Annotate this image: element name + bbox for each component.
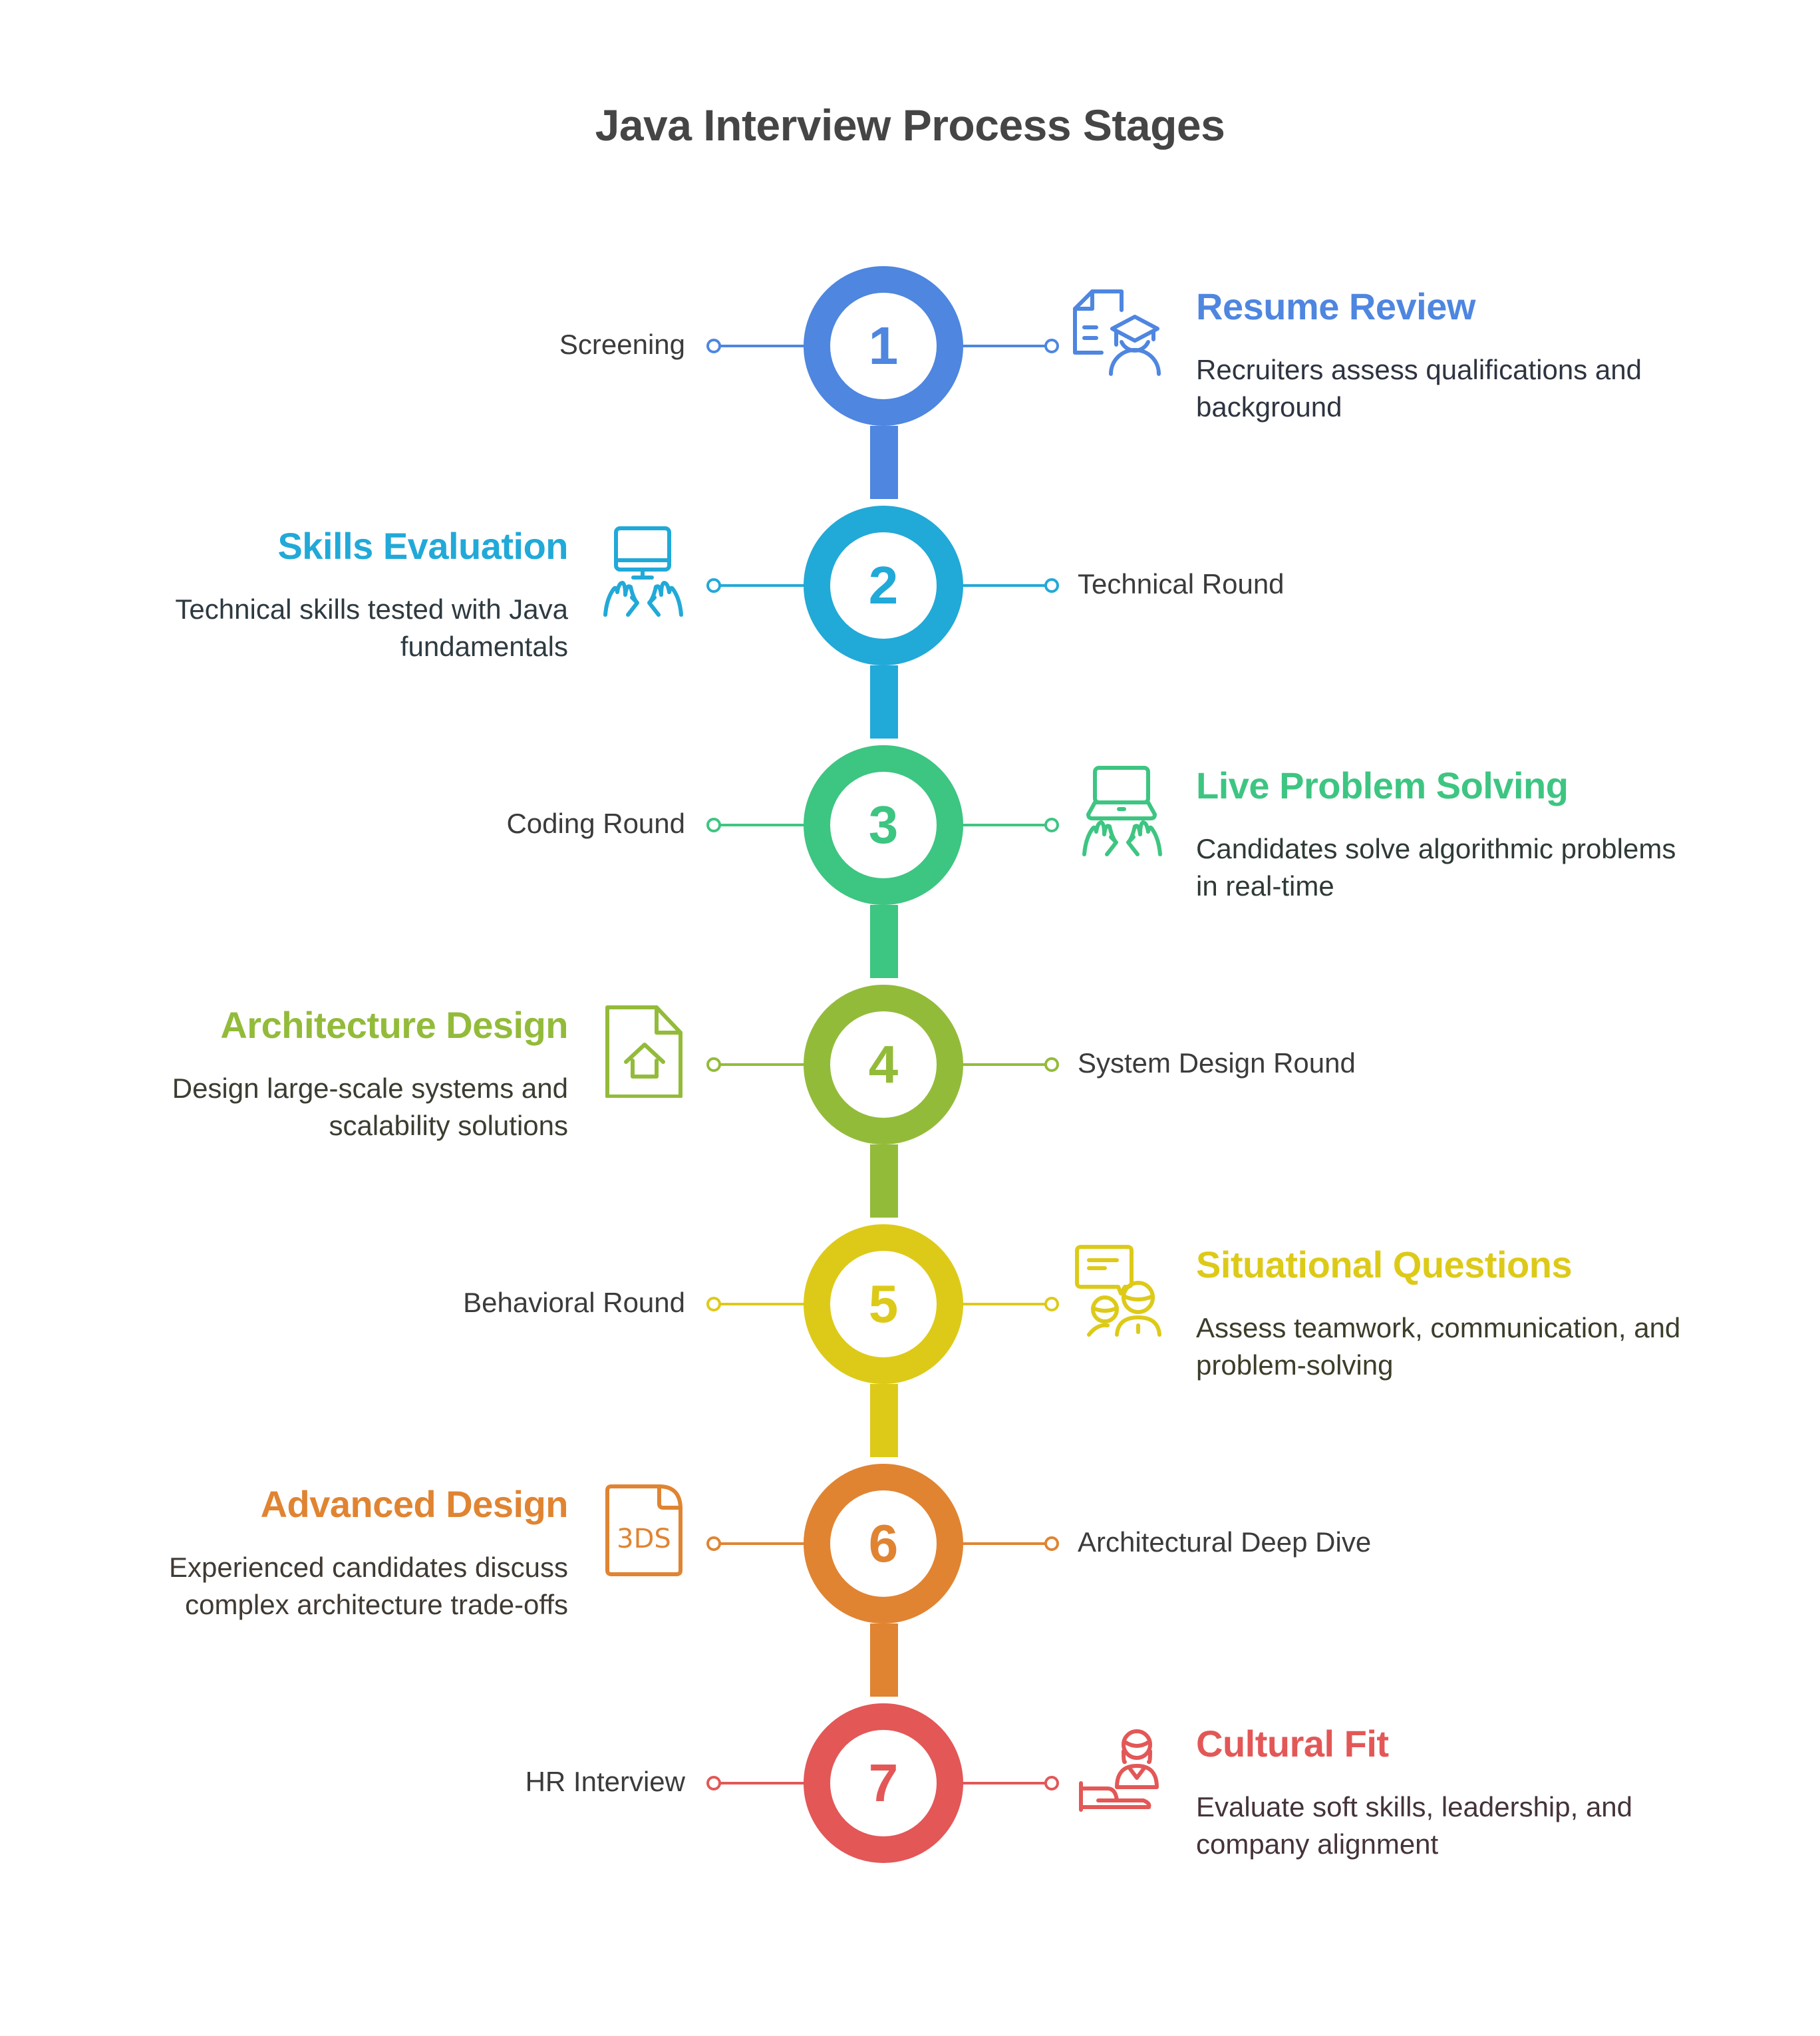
connector-line xyxy=(962,1063,1048,1066)
connector-dot xyxy=(1044,1536,1059,1551)
stage-description: Experienced candidates discuss complex a… xyxy=(168,1552,568,1620)
connector-line xyxy=(718,345,805,347)
connector-bar xyxy=(870,1384,898,1457)
resume-graduate-icon xyxy=(1071,286,1164,379)
stage-number: 3 xyxy=(868,795,899,854)
stage-3: 3 Coding Round Live Problem Solving Cand… xyxy=(0,705,1820,978)
stage-5: 5 Behavioral Round Situational Questions… xyxy=(0,1184,1820,1457)
stage-heading: Architecture Design xyxy=(220,1004,568,1046)
connector-line xyxy=(718,584,805,587)
connector-bar xyxy=(870,665,898,739)
stage-1: 1 Screening Resume Review Recruiters ass… xyxy=(0,226,1820,499)
stage-label: Screening xyxy=(559,329,685,360)
connector-bar xyxy=(870,1623,898,1697)
stage-heading: Live Problem Solving xyxy=(1196,764,1569,806)
connector-line xyxy=(718,1063,805,1066)
diagram-title: Java Interview Process Stages xyxy=(595,100,1225,150)
connector-dot xyxy=(1044,339,1059,353)
connector-bar xyxy=(870,426,898,499)
interviewer-desk-icon xyxy=(1074,1723,1167,1816)
connector-line xyxy=(962,1303,1048,1305)
stage-number: 5 xyxy=(868,1274,899,1333)
connector-bar xyxy=(870,1144,898,1218)
connector-line xyxy=(718,1303,805,1305)
connector-line xyxy=(962,1542,1048,1545)
connector-line xyxy=(962,1782,1048,1784)
stage-number: 4 xyxy=(868,1035,899,1094)
people-chat-icon xyxy=(1074,1244,1167,1337)
stage-label: Behavioral Round xyxy=(463,1287,685,1318)
stage-heading: Resume Review xyxy=(1196,285,1475,327)
stage-heading: Skills Evaluation xyxy=(277,525,568,567)
stage-label: System Design Round xyxy=(1078,1047,1356,1079)
stage-number: 2 xyxy=(868,556,899,615)
connector-dot xyxy=(1044,1297,1059,1311)
stage-heading: Situational Questions xyxy=(1196,1244,1573,1285)
stage-heading: Cultural Fit xyxy=(1196,1723,1389,1765)
stage-label: Coding Round xyxy=(506,808,685,839)
file-3ds-icon: 3DS xyxy=(602,1484,695,1577)
stage-number-ring: 2 xyxy=(804,506,963,665)
connector-line xyxy=(718,824,805,826)
computer-typing-icon xyxy=(599,526,692,619)
laptop-typing-icon xyxy=(1078,765,1171,858)
stage-number: 6 xyxy=(868,1514,899,1573)
stage-7: 7 HR Interview Cultural Fit Evaluate sof… xyxy=(0,1663,1820,1903)
stage-number-ring: 7 xyxy=(804,1703,963,1863)
stage-number: 7 xyxy=(868,1753,899,1812)
stage-4: 4 System Design Round Architecture Desig… xyxy=(0,945,1820,1218)
connector-dot xyxy=(1044,818,1059,832)
svg-text:3DS: 3DS xyxy=(617,1524,671,1554)
connector-line xyxy=(962,824,1048,826)
stage-description: Recruiters assess qualifications and bac… xyxy=(1196,354,1642,423)
connector-bar xyxy=(870,905,898,978)
connector-line xyxy=(962,345,1048,347)
stage-number-ring: 5 xyxy=(804,1224,963,1384)
connector-dot xyxy=(1044,578,1059,593)
stage-label: Technical Round xyxy=(1078,568,1285,599)
stage-description: Technical skills tested with Java fundam… xyxy=(175,594,568,662)
stage-heading: Advanced Design xyxy=(260,1483,569,1525)
stage-number-ring: 3 xyxy=(804,745,963,905)
stage-label: Architectural Deep Dive xyxy=(1078,1526,1372,1558)
connector-dot xyxy=(1044,1776,1059,1790)
stage-number: 1 xyxy=(868,316,899,375)
connector-dot xyxy=(1044,1057,1059,1072)
stage-number-ring: 4 xyxy=(804,985,963,1144)
stage-description: Design large-scale systems and scalabili… xyxy=(172,1073,568,1141)
connector-line xyxy=(718,1542,805,1545)
file-home-icon xyxy=(602,1005,695,1099)
connector-line xyxy=(718,1782,805,1784)
stage-number-ring: 1 xyxy=(804,266,963,426)
stage-description: Candidates solve algorithmic problems in… xyxy=(1196,833,1676,902)
stage-label: HR Interview xyxy=(525,1766,685,1797)
stage-description: Assess teamwork, communication, and prob… xyxy=(1196,1312,1681,1381)
connector-line xyxy=(962,584,1048,587)
stage-number-ring: 6 xyxy=(804,1464,963,1623)
stage-2: 2 Technical Round Skills Evaluation Tech… xyxy=(0,466,1820,739)
stage-6: 6 Architectural Deep Dive 3DS Advanced D… xyxy=(0,1424,1820,1697)
stage-description: Evaluate soft skills, leadership, and co… xyxy=(1196,1791,1633,1860)
